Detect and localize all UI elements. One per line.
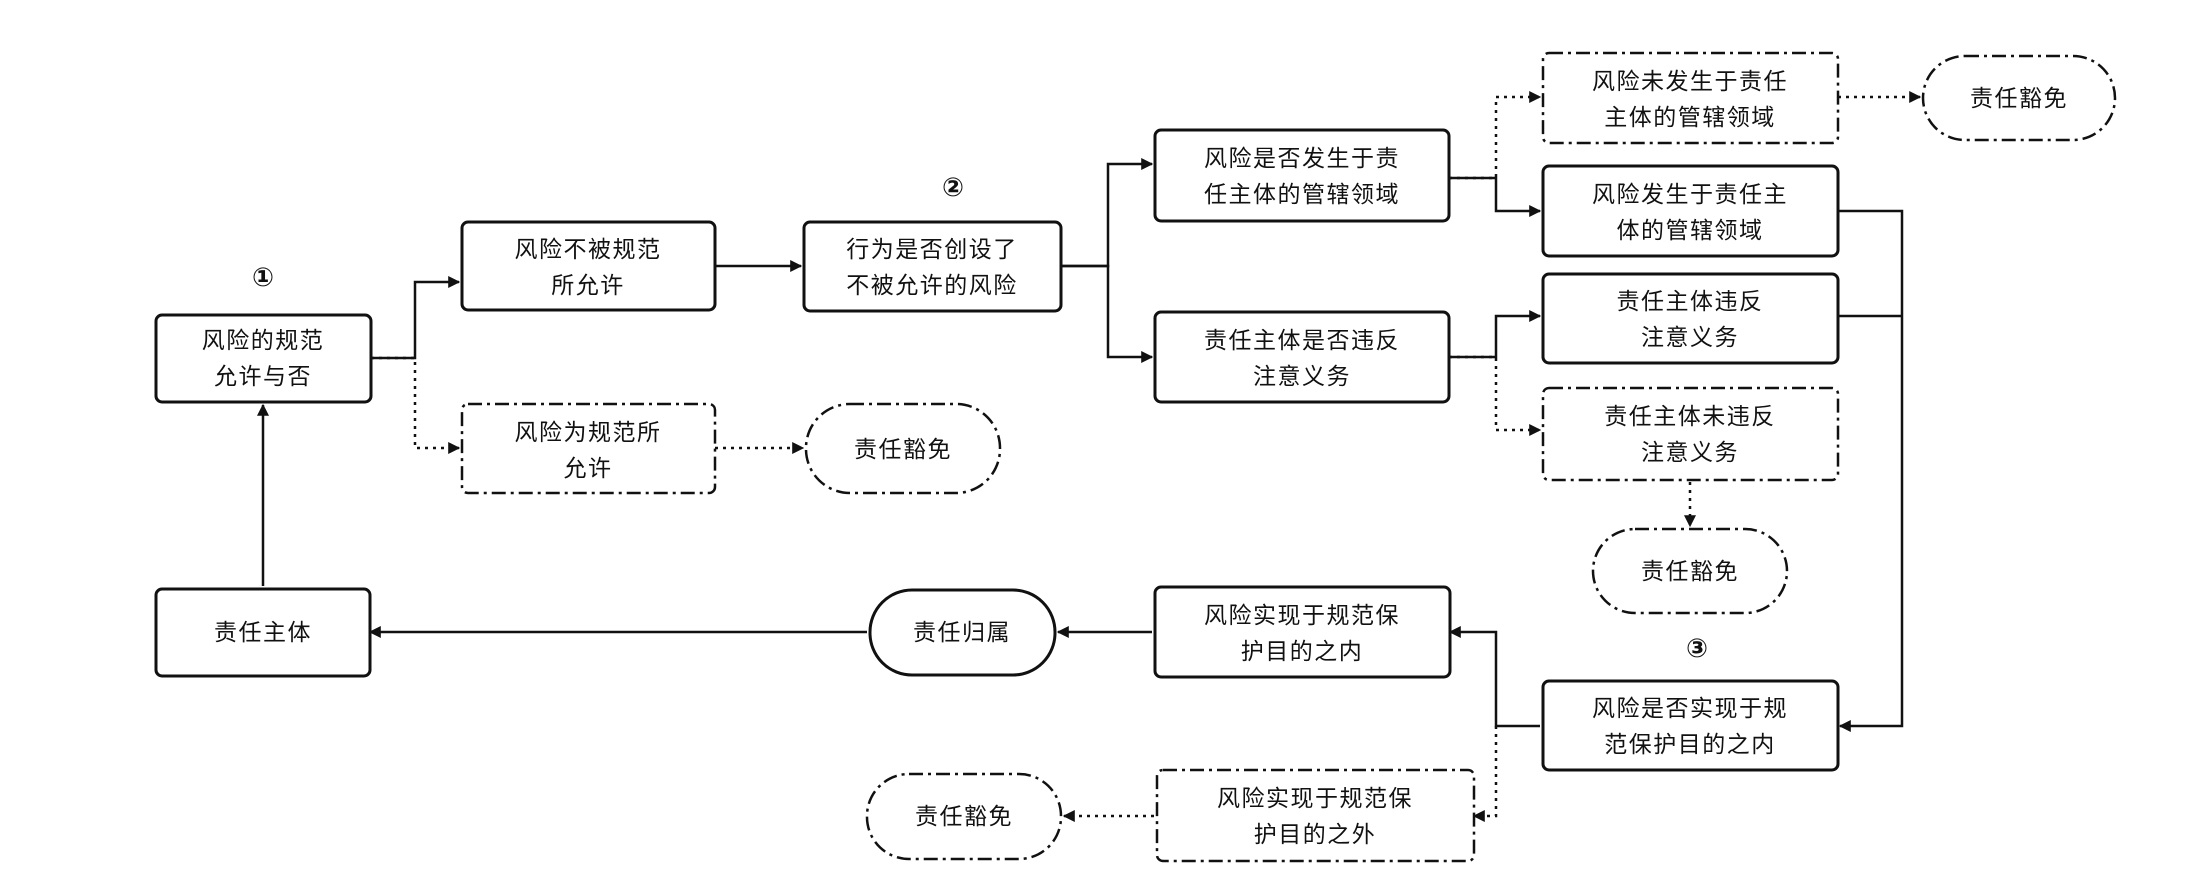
- node-text: 责任主体: [214, 620, 312, 646]
- step-marker-3: ③: [1686, 634, 1708, 664]
- node-attribution: 责任归属: [868, 588, 1057, 677]
- node-risk-in-domain: 风险发生于责任主 体的管辖领域: [1541, 164, 1840, 258]
- node-text-line-1: 风险是否实现于规: [1592, 696, 1788, 722]
- node-text-line-2: 范保护目的之内: [1604, 732, 1776, 758]
- node-exempt-3: 责任豁免: [1591, 527, 1789, 615]
- connectors: [257, 91, 1922, 822]
- edge-to-domain-q: [1061, 158, 1154, 268]
- node-text-line-2: 注意义务: [1253, 364, 1351, 390]
- node-text: 责任豁免: [1970, 86, 2068, 112]
- node-text: 责任豁免: [915, 804, 1013, 830]
- node-text-line-2: 所允许: [551, 273, 625, 299]
- step-marker-2: ②: [942, 173, 964, 203]
- node-text-line-1: 责任主体违反: [1617, 289, 1764, 315]
- node-text-line-2: 允许与否: [214, 364, 312, 390]
- node-text-line-2: 主体的管辖领域: [1604, 105, 1776, 131]
- node-subject: 责任主体: [154, 587, 372, 678]
- step-marker-1: ①: [252, 263, 274, 293]
- node-text-line-1: 风险为规范所: [515, 420, 662, 446]
- node-text-line-2: 任主体的管辖领域: [1204, 182, 1400, 208]
- edge-to-violate-q: [1061, 264, 1154, 363]
- node-realized-question: 风险是否实现于规 范保护目的之内: [1541, 679, 1840, 772]
- node-text: 责任豁免: [1641, 559, 1739, 585]
- node-risk-not-permitted: 风险不被规范 所允许: [460, 220, 717, 312]
- edge-to-realized-outside: [1472, 726, 1498, 822]
- node-risk-not-in-domain: 风险未发生于责任 主体的管辖领域: [1541, 51, 1840, 145]
- node-risk-permitted: 风险为规范所 允许: [460, 402, 717, 495]
- node-exempt-4: 责任豁免: [865, 772, 1063, 861]
- node-text: 责任归属: [913, 620, 1011, 646]
- node-realized-within: 风险实现于规范保 护目的之内: [1153, 585, 1452, 679]
- edge-to-in-domain: [1449, 176, 1542, 217]
- node-exempt-2: 责任豁免: [1921, 54, 2117, 142]
- edge-to-not-violated: [1449, 355, 1542, 436]
- node-text-line-2: 护目的之内: [1241, 639, 1364, 665]
- node-subject-not-violated: 责任主体未违反 注意义务: [1541, 386, 1840, 482]
- node-text-line-2: 注意义务: [1641, 325, 1739, 351]
- node-text-line-1: 责任主体未违反: [1604, 404, 1776, 430]
- node-act-created-question: 行为是否创设了 不被允许的风险: [802, 220, 1063, 313]
- node-violate-question: 责任主体是否违反 注意义务: [1153, 310, 1451, 404]
- node-text-line-1: 行为是否创设了: [846, 237, 1018, 263]
- node-realized-outside: 风险实现于规范保 护目的之外: [1155, 768, 1476, 863]
- node-text-line-2: 护目的之外: [1254, 822, 1377, 848]
- node-text-line-1: 风险不被规范: [515, 237, 662, 263]
- node-text-line-1: 责任主体是否违反: [1204, 328, 1400, 354]
- node-text: 责任豁免: [854, 437, 952, 463]
- node-text-line-1: 风险实现于规范保: [1204, 603, 1400, 629]
- node-text-line-2: 允许: [564, 456, 613, 482]
- node-text-line-2: 注意义务: [1641, 440, 1739, 466]
- node-exempt-1: 责任豁免: [804, 402, 1002, 495]
- edge-to-violated: [1449, 310, 1542, 359]
- node-text-line-2: 不被允许的风险: [846, 273, 1018, 299]
- node-text-line-1: 风险是否发生于责: [1204, 146, 1400, 172]
- edge-domain-to-realized: [1838, 209, 1904, 732]
- edge-to-realized-within: [1448, 626, 1540, 728]
- node-text-line-1: 风险的规范: [202, 328, 325, 354]
- node-subject-violated: 责任主体违反 注意义务: [1541, 272, 1840, 365]
- node-text-line-1: 风险发生于责任主: [1592, 182, 1788, 208]
- edge-to-not-permitted: [371, 276, 461, 360]
- node-risk-permitted-question: 风险的规范 允许与否: [154, 313, 373, 404]
- edge-to-not-in-domain: [1449, 91, 1542, 180]
- node-domain-question: 风险是否发生于责 任主体的管辖领域: [1153, 128, 1451, 223]
- node-text-line-2: 体的管辖领域: [1617, 218, 1764, 244]
- node-text-line-1: 风险未发生于责任: [1592, 69, 1788, 95]
- node-text-line-1: 风险实现于规范保: [1217, 786, 1413, 812]
- edge-to-permitted: [371, 356, 461, 454]
